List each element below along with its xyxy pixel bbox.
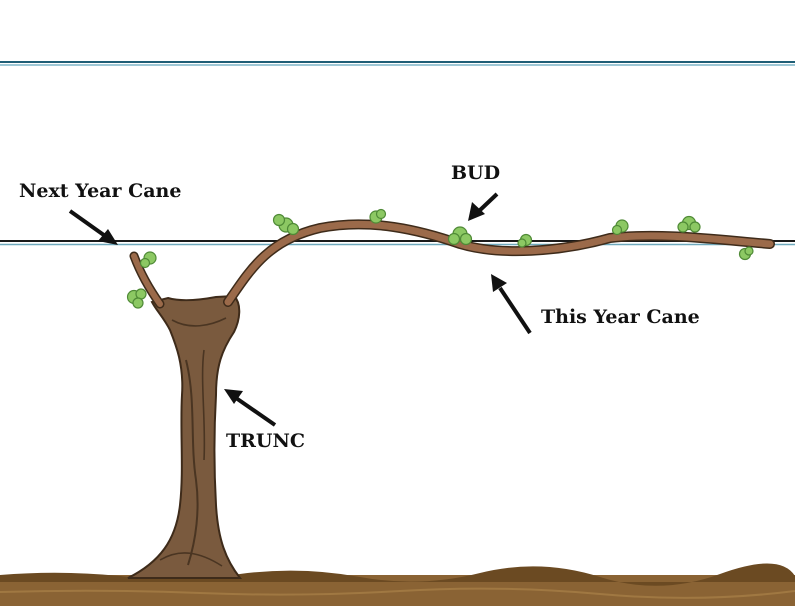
trunk	[127, 294, 243, 579]
next-year-cane-shape	[129, 251, 165, 309]
leaf-bud-3	[272, 213, 300, 236]
bud-label: BUD	[451, 162, 501, 184]
fruiting-wire	[0, 240, 795, 246]
this-year-cane-shape	[223, 219, 775, 307]
arrow-bud	[468, 192, 499, 221]
arrow-next-year-cane	[68, 209, 118, 245]
leaf-bud-4	[369, 208, 387, 224]
arrow-trunk	[224, 389, 277, 427]
leaf-bud-6	[517, 233, 533, 248]
leaf-bud-1	[139, 251, 157, 269]
bud-leaf	[447, 226, 473, 246]
leaf-bud-7	[611, 219, 629, 236]
trunk-label: TRUNC	[226, 430, 305, 452]
arrow-this-year-cane	[491, 274, 532, 335]
leaf-bud-9	[738, 246, 754, 261]
leaf-bud-8	[677, 215, 701, 233]
next-year-cane-label: Next Year Cane	[19, 180, 182, 202]
soil	[0, 563, 795, 606]
leaf-bud-2	[126, 288, 147, 309]
this-year-cane-label: This Year Cane	[541, 306, 700, 328]
top-trellis-wire	[0, 61, 795, 66]
